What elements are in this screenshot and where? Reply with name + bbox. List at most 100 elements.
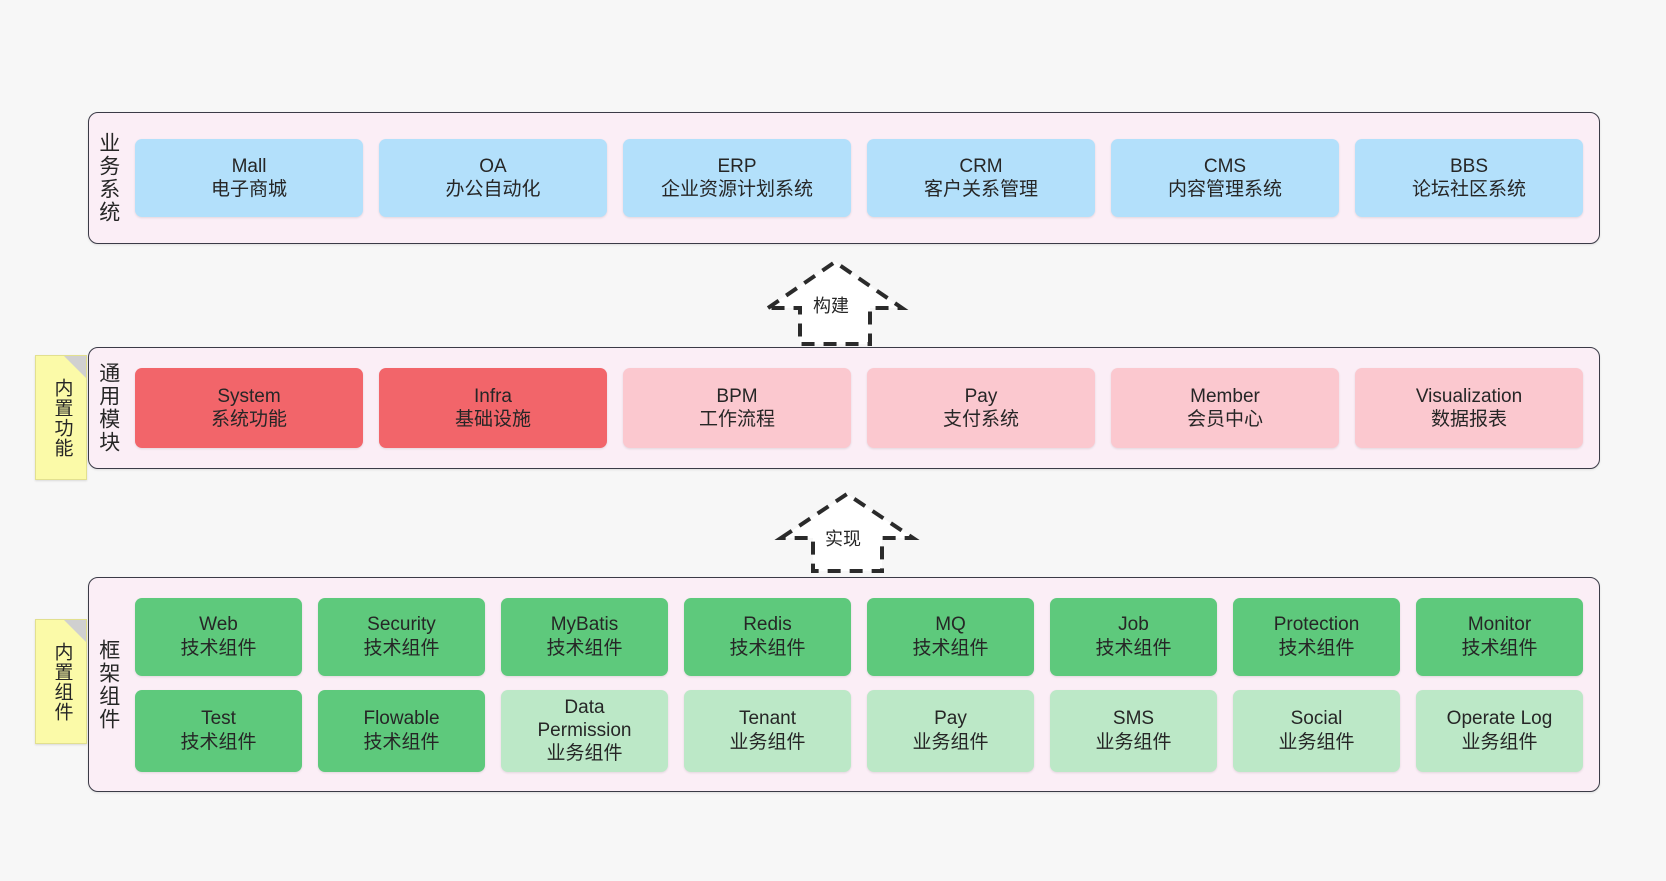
layer-common-modules-label: 通用模块 <box>96 362 120 454</box>
card-oa[interactable]: OA 办公自动化 <box>379 139 607 217</box>
note-fold-corner <box>64 620 86 642</box>
card-security[interactable]: Security 技术组件 <box>318 597 485 676</box>
card-subtitle: 技术组件 <box>1095 637 1172 659</box>
card-subtitle: 数据报表 <box>1430 409 1507 430</box>
card-subtitle: 业务组件 <box>1461 731 1538 753</box>
card-subtitle: 技术组件 <box>180 637 257 659</box>
card-mq[interactable]: MQ 技术组件 <box>867 597 1034 676</box>
card-subtitle: 系统功能 <box>210 409 287 430</box>
card-subtitle: 技术组件 <box>1461 637 1538 659</box>
card-subtitle: 电子商城 <box>210 179 287 200</box>
card-data-permission[interactable]: Data Permission 业务组件 <box>501 689 668 772</box>
layer-common-modules-body: System 系统功能 Infra 基础设施 BPM 工作流程 Pay 支付系统… <box>127 348 1599 468</box>
card-job[interactable]: Job 技术组件 <box>1050 597 1217 676</box>
card-title: MyBatis <box>550 614 619 636</box>
card-subtitle: 会员中心 <box>1186 409 1263 430</box>
layer-business-systems-label: 业务系统 <box>96 132 120 224</box>
card-title: Member <box>1190 385 1260 407</box>
card-subtitle: 技术组件 <box>363 637 440 659</box>
card-subtitle: 技术组件 <box>912 637 989 659</box>
card-title: Security <box>367 614 436 636</box>
card-title: Job <box>1118 614 1149 636</box>
card-crm[interactable]: CRM 客户关系管理 <box>867 139 1095 217</box>
connector-implement-label: 实现 <box>825 529 861 549</box>
row: System 系统功能 Infra 基础设施 BPM 工作流程 Pay 支付系统… <box>135 368 1583 448</box>
row: Mall 电子商城 OA 办公自动化 ERP 企业资源计划系统 CRM 客户关系… <box>135 139 1583 217</box>
card-subtitle: 业务组件 <box>729 731 806 753</box>
card-title: Visualization <box>1415 385 1523 407</box>
card-subtitle: 办公自动化 <box>445 179 541 200</box>
card-title: OA <box>479 155 507 177</box>
card-mall[interactable]: Mall 电子商城 <box>135 139 363 217</box>
layer-framework-components: 框架组件 Web 技术组件 Security 技术组件 MyBatis 技术组件… <box>88 577 1600 792</box>
card-title: Mall <box>231 155 267 177</box>
card-operate-log[interactable]: Operate Log 业务组件 <box>1416 689 1583 772</box>
card-subtitle: 技术组件 <box>1278 637 1355 659</box>
card-subtitle: 论坛社区系统 <box>1411 179 1526 200</box>
card-pay-biz[interactable]: Pay 业务组件 <box>867 689 1034 772</box>
card-subtitle: 业务组件 <box>1095 731 1172 753</box>
card-subtitle: 企业资源计划系统 <box>660 179 813 200</box>
card-erp[interactable]: ERP 企业资源计划系统 <box>623 139 851 217</box>
card-visualization[interactable]: Visualization 数据报表 <box>1355 368 1583 448</box>
card-sms[interactable]: SMS 业务组件 <box>1050 689 1217 772</box>
card-member[interactable]: Member 会员中心 <box>1111 368 1339 448</box>
card-title: Pay <box>934 708 967 730</box>
card-test[interactable]: Test 技术组件 <box>135 689 302 772</box>
card-pay[interactable]: Pay 支付系统 <box>867 368 1095 448</box>
card-monitor[interactable]: Monitor 技术组件 <box>1416 597 1583 676</box>
card-title: Monitor <box>1467 614 1532 636</box>
card-title: ERP <box>717 155 757 177</box>
card-infra[interactable]: Infra 基础设施 <box>379 368 607 448</box>
card-title: MQ <box>935 614 966 636</box>
card-title: SMS <box>1112 708 1155 730</box>
card-subtitle: 工作流程 <box>698 409 775 430</box>
card-title: System <box>217 385 281 407</box>
card-title: Web <box>199 614 238 636</box>
card-title: CMS <box>1203 155 1247 177</box>
layer-framework-components-body: Web 技术组件 Security 技术组件 MyBatis 技术组件 Redi… <box>127 578 1599 791</box>
card-web[interactable]: Web 技术组件 <box>135 597 302 676</box>
card-subtitle: 基础设施 <box>454 409 531 430</box>
note-label: 内置组件 <box>51 641 73 722</box>
card-tenant[interactable]: Tenant 业务组件 <box>684 689 851 772</box>
card-subtitle: 业务组件 <box>912 731 989 753</box>
card-subtitle: 支付系统 <box>942 409 1019 430</box>
card-subtitle: 客户关系管理 <box>923 179 1038 200</box>
layer-business-systems: 业务系统 Mall 电子商城 OA 办公自动化 ERP 企业资源计划系统 CRM… <box>88 112 1600 244</box>
card-subtitle: 技术组件 <box>546 637 623 659</box>
note-label: 内置功能 <box>51 377 73 458</box>
connector-build-label: 构建 <box>813 296 849 316</box>
card-title: Redis <box>743 614 792 636</box>
layer-business-systems-body: Mall 电子商城 OA 办公自动化 ERP 企业资源计划系统 CRM 客户关系… <box>127 113 1599 243</box>
card-bbs[interactable]: BBS 论坛社区系统 <box>1355 139 1583 217</box>
card-title: BPM <box>716 385 758 407</box>
card-subtitle: 内容管理系统 <box>1167 179 1282 200</box>
card-mybatis[interactable]: MyBatis 技术组件 <box>501 597 668 676</box>
card-title: Test <box>201 708 236 730</box>
card-protection[interactable]: Protection 技术组件 <box>1233 597 1400 676</box>
row: Web 技术组件 Security 技术组件 MyBatis 技术组件 Redi… <box>135 597 1583 676</box>
card-title: CRM <box>959 155 1003 177</box>
card-system[interactable]: System 系统功能 <box>135 368 363 448</box>
card-social[interactable]: Social 业务组件 <box>1233 689 1400 772</box>
row: Test 技术组件 Flowable 技术组件 Data Permission … <box>135 689 1583 772</box>
card-title: Pay <box>964 385 998 407</box>
card-title: Infra <box>473 385 513 407</box>
note-builtin-features: 内置功能 <box>35 355 87 480</box>
note-builtin-components: 内置组件 <box>35 619 87 744</box>
card-title: Protection <box>1273 614 1360 636</box>
card-flowable[interactable]: Flowable 技术组件 <box>318 689 485 772</box>
layer-framework-components-label: 框架组件 <box>96 638 120 731</box>
card-redis[interactable]: Redis 技术组件 <box>684 597 851 676</box>
card-title: BBS <box>1449 155 1489 177</box>
card-subtitle: 业务组件 <box>1278 731 1355 753</box>
card-subtitle: 技术组件 <box>180 731 257 753</box>
card-cms[interactable]: CMS 内容管理系统 <box>1111 139 1339 217</box>
card-subtitle: 技术组件 <box>729 637 806 659</box>
layer-common-modules: 通用模块 System 系统功能 Infra 基础设施 BPM 工作流程 Pay… <box>88 347 1600 469</box>
card-bpm[interactable]: BPM 工作流程 <box>623 368 851 448</box>
card-title: Flowable <box>363 708 440 730</box>
card-title: Data Permission <box>537 696 632 741</box>
card-subtitle: 业务组件 <box>546 743 623 765</box>
